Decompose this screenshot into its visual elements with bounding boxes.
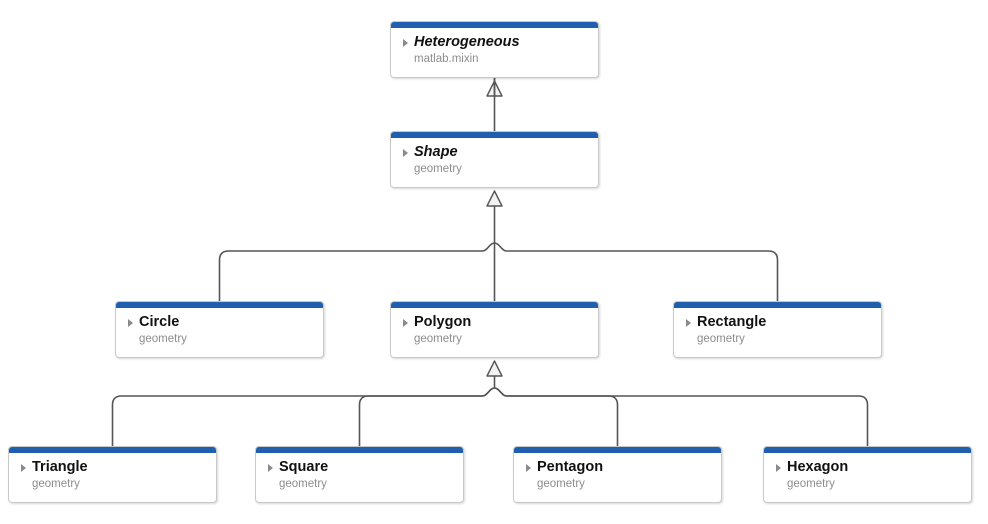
- class-node-pentagon[interactable]: Pentagon geometry: [513, 446, 722, 503]
- inheritance-connector: [493, 242, 779, 302]
- class-node-title-row: Shape: [391, 144, 598, 160]
- class-node-header: [514, 447, 721, 453]
- chevron-right-icon[interactable]: [21, 463, 26, 472]
- class-package-label: geometry: [414, 333, 462, 346]
- class-node-body: Hexagon geometry: [764, 453, 971, 497]
- class-name-label: Polygon: [414, 314, 472, 330]
- inheritance-connector: [358, 387, 496, 447]
- generalization-arrowhead: [486, 190, 503, 207]
- chevron-right-icon[interactable]: [128, 318, 133, 327]
- class-node-heterogeneous[interactable]: Heterogeneous matlab.mixin: [390, 21, 599, 78]
- class-name-label: Rectangle: [697, 314, 767, 330]
- class-node-body: Square geometry: [256, 453, 463, 497]
- class-node-body: Shape geometry: [391, 138, 598, 182]
- class-node-title-row: Pentagon: [514, 459, 721, 475]
- class-package-label: geometry: [787, 478, 835, 491]
- chevron-right-icon[interactable]: [776, 463, 781, 472]
- class-node-header: [391, 22, 598, 28]
- class-node-body: Triangle geometry: [9, 453, 216, 497]
- class-package-label: geometry: [139, 333, 187, 346]
- inheritance-connector: [493, 387, 869, 447]
- inheritance-connector: [493, 387, 619, 447]
- class-node-title-row: Square: [256, 459, 463, 475]
- class-name-label: Square: [279, 459, 329, 475]
- inheritance-connector: [218, 242, 496, 302]
- class-node-header: [391, 302, 598, 308]
- class-package-label: geometry: [697, 333, 745, 346]
- class-node-body: Circle geometry: [116, 308, 323, 352]
- class-node-header: [391, 132, 598, 138]
- chevron-right-icon[interactable]: [403, 148, 408, 157]
- class-package-label: geometry: [279, 478, 327, 491]
- class-node-header: [116, 302, 323, 308]
- chevron-right-icon[interactable]: [686, 318, 691, 327]
- class-node-shape[interactable]: Shape geometry: [390, 131, 599, 188]
- generalization-arrowhead: [486, 80, 503, 97]
- class-node-square[interactable]: Square geometry: [255, 446, 464, 503]
- class-node-body: Heterogeneous matlab.mixin: [391, 28, 598, 72]
- class-name-label: Circle: [139, 314, 180, 330]
- class-name-label: Triangle: [32, 459, 88, 475]
- class-package-label: matlab.mixin: [414, 53, 479, 66]
- class-package-label: geometry: [414, 163, 462, 176]
- class-node-header: [256, 447, 463, 453]
- class-node-body: Polygon geometry: [391, 308, 598, 352]
- class-name-label: Shape: [414, 144, 458, 160]
- class-node-body: Pentagon geometry: [514, 453, 721, 497]
- class-node-title-row: Polygon: [391, 314, 598, 330]
- class-node-polygon[interactable]: Polygon geometry: [390, 301, 599, 358]
- class-node-title-row: Heterogeneous: [391, 34, 598, 50]
- class-node-hexagon[interactable]: Hexagon geometry: [763, 446, 972, 503]
- class-node-header: [9, 447, 216, 453]
- class-node-triangle[interactable]: Triangle geometry: [8, 446, 217, 503]
- class-node-circle[interactable]: Circle geometry: [115, 301, 324, 358]
- class-node-title-row: Hexagon: [764, 459, 971, 475]
- generalization-arrowhead: [486, 360, 503, 377]
- class-node-title-row: Rectangle: [674, 314, 881, 330]
- class-name-label: Pentagon: [537, 459, 604, 475]
- class-package-label: geometry: [32, 478, 80, 491]
- chevron-right-icon[interactable]: [403, 318, 408, 327]
- chevron-right-icon[interactable]: [526, 463, 531, 472]
- class-name-label: Hexagon: [787, 459, 849, 475]
- class-node-body: Rectangle geometry: [674, 308, 881, 352]
- chevron-right-icon[interactable]: [268, 463, 273, 472]
- class-node-rectangle[interactable]: Rectangle geometry: [673, 301, 882, 358]
- class-node-header: [764, 447, 971, 453]
- class-node-title-row: Circle: [116, 314, 323, 330]
- class-node-title-row: Triangle: [9, 459, 216, 475]
- inheritance-connector: [111, 387, 496, 447]
- class-package-label: geometry: [537, 478, 585, 491]
- class-name-label: Heterogeneous: [414, 34, 520, 50]
- chevron-right-icon[interactable]: [403, 38, 408, 47]
- class-node-header: [674, 302, 881, 308]
